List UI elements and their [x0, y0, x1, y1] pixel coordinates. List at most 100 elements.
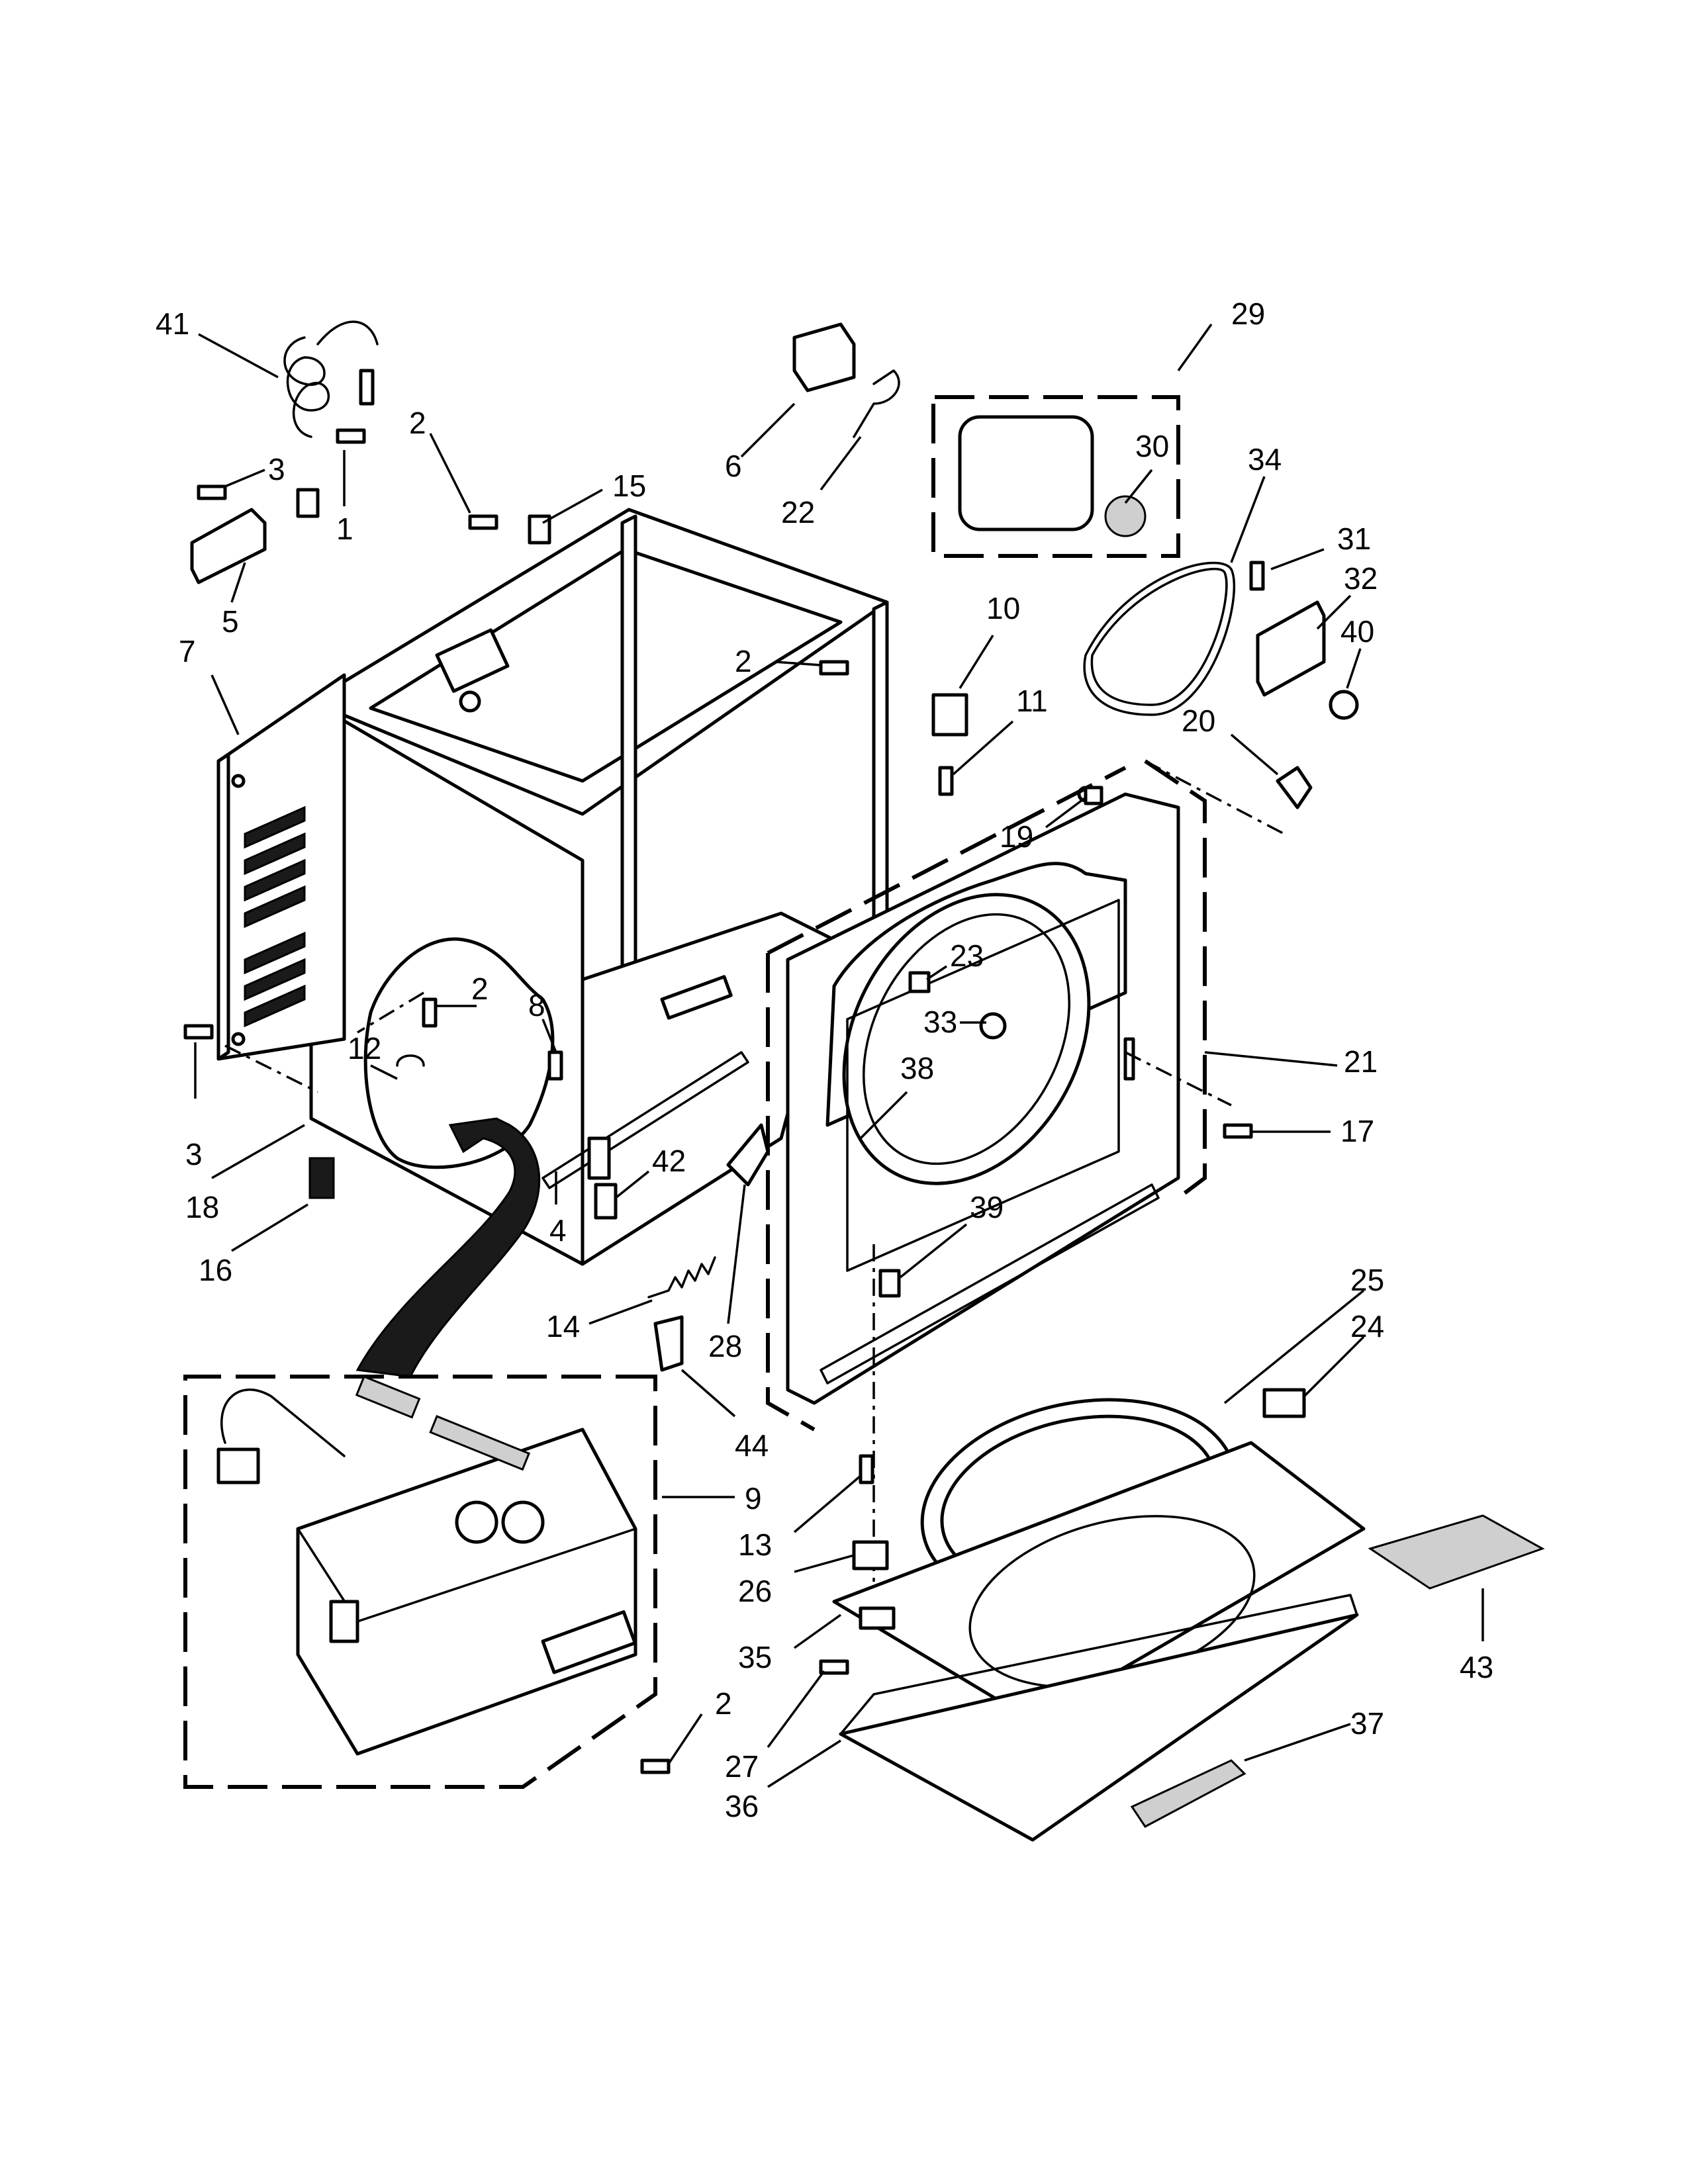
front-panel-dash-left [766, 953, 816, 1432]
callout-31: 31 [1337, 522, 1371, 556]
callout-18: 18 [185, 1190, 219, 1224]
cabinet-mount-hole [459, 690, 481, 713]
catch-33 [979, 1012, 1007, 1040]
axis-line-3-18 [224, 1044, 318, 1093]
callout-43: 43 [1460, 1650, 1493, 1684]
heater-terminal-2 [329, 1600, 359, 1643]
heater-housing-top [297, 1428, 637, 1623]
screw-2c [422, 997, 438, 1028]
callout-36: 36 [725, 1789, 759, 1823]
callout-28: 28 [708, 1329, 742, 1363]
callout-11: 11 [1016, 684, 1048, 718]
leader-36 [767, 1739, 841, 1788]
drive-motor [958, 415, 1094, 531]
leader-12 [370, 1064, 398, 1080]
base-slot-1 [660, 975, 733, 1020]
gas-valve-2 [501, 1500, 545, 1544]
callout-7: 7 [179, 634, 196, 668]
latch-strike [1123, 1037, 1135, 1081]
door-switch-39 [878, 1269, 901, 1298]
screw-2b [819, 660, 849, 676]
leader-27 [767, 1670, 825, 1749]
leader-40 [1346, 648, 1362, 689]
rear-panel-hole-bottom [231, 1032, 246, 1046]
callout-5: 5 [222, 604, 239, 639]
vent-slot-1 [244, 805, 306, 849]
cabinet-base-rail [541, 1051, 749, 1189]
vent-slot-4 [244, 885, 306, 929]
heater-bracket-bottom [541, 1610, 637, 1674]
callout-24: 24 [1350, 1309, 1384, 1343]
leader-41 [198, 333, 279, 379]
leader-25 [1223, 1289, 1365, 1404]
leader-22 [820, 435, 862, 491]
leader-34 [1230, 476, 1266, 563]
leader-8 [541, 1019, 557, 1053]
heater-coil-tube [355, 1375, 421, 1419]
callout-10: 10 [986, 591, 1020, 625]
cabinet-right-post [872, 600, 889, 942]
leader-31 [1270, 548, 1325, 570]
callout-2: 2 [471, 972, 489, 1006]
callout-40: 40 [1340, 614, 1374, 649]
leader-32 [1316, 594, 1352, 630]
screw-2a [468, 514, 498, 530]
callout-13: 13 [738, 1527, 772, 1562]
idler-bracket-32 [1256, 600, 1326, 697]
base-assembly [832, 1388, 1545, 1842]
callout-3: 3 [268, 452, 285, 486]
drive-belt-34 [1083, 561, 1236, 716]
axis-line-21-17 [1125, 1051, 1232, 1107]
callout-16: 16 [199, 1253, 232, 1287]
power-cord-41 [283, 320, 379, 518]
heater-assembly [183, 1375, 657, 1789]
heater-dashed-box [183, 1375, 657, 1789]
callout-38: 38 [900, 1051, 934, 1085]
leader-39 [899, 1223, 968, 1279]
callout-2: 2 [735, 644, 752, 678]
screw-17 [1223, 1123, 1253, 1139]
heater-outlet-duct [220, 1388, 346, 1457]
callout-22: 22 [781, 495, 815, 529]
leader-19 [1045, 796, 1087, 829]
vent-slot-3 [244, 858, 306, 902]
leader-21 [1204, 1051, 1338, 1067]
leader-13 [793, 1475, 862, 1533]
callout-34: 34 [1248, 442, 1282, 477]
leader-15 [542, 488, 603, 524]
leader-18 [211, 1124, 305, 1179]
harness-22 [853, 369, 900, 438]
vent-slot-7 [244, 984, 306, 1028]
front-panel-dash-top [767, 766, 1127, 955]
leader-44 [680, 1369, 736, 1418]
screw-3a [197, 484, 227, 500]
cord-lead [316, 320, 379, 345]
callout-19: 19 [1000, 819, 1033, 854]
idler-spring-14 [647, 1256, 716, 1298]
callout-32: 32 [1344, 561, 1378, 596]
switch-26 [852, 1540, 889, 1570]
cabinet [309, 508, 889, 1266]
leveling-leg-16 [308, 1157, 335, 1199]
callout-23: 23 [950, 938, 984, 973]
motor-switch-6 [792, 322, 856, 392]
rear-panel-vents [244, 805, 306, 1028]
callout-15: 15 [612, 469, 646, 503]
screw-1 [336, 428, 366, 444]
front-panel [786, 786, 1180, 1405]
callout-39: 39 [970, 1190, 1004, 1224]
front-panel-toe [820, 1183, 1160, 1385]
callout-4: 4 [549, 1213, 567, 1248]
base-plate-35 [832, 1441, 1366, 1723]
callout-33: 33 [923, 1005, 957, 1039]
screw-3b [183, 1024, 214, 1040]
callout-6: 6 [725, 449, 742, 483]
heater-housing [296, 1428, 637, 1756]
front-panel-window-frame [846, 899, 1120, 1272]
cord-plug [296, 488, 320, 518]
heater-igniter-tube [429, 1415, 531, 1471]
vent-slot-6 [244, 958, 306, 1001]
leader-30 [1124, 469, 1153, 504]
thermal-fuse-10 [931, 693, 968, 737]
motor-dashed-box [931, 395, 1180, 558]
